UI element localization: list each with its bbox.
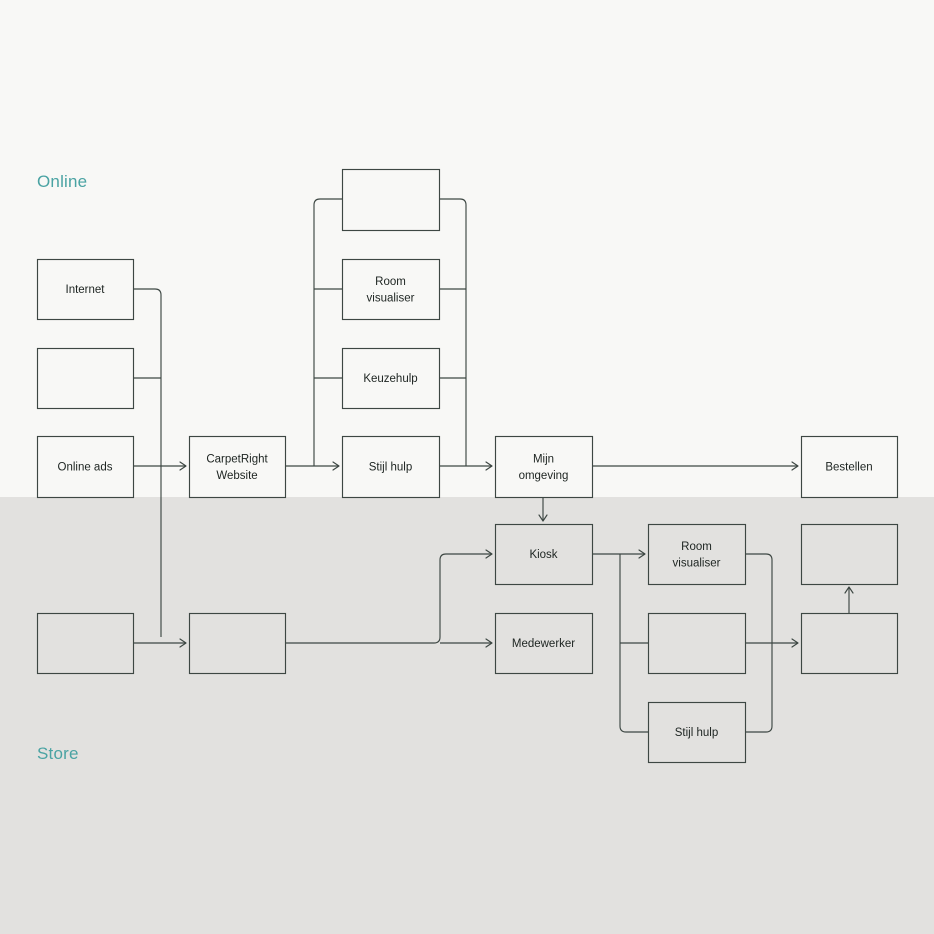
node-stijl-hulp-2[interactable]: Stijl hulp: [647, 701, 747, 764]
node-box[interactable]: [494, 523, 594, 586]
node-box[interactable]: [647, 523, 747, 586]
edge-e-mijn-kiosk: [538, 497, 548, 522]
node-box[interactable]: [36, 612, 135, 675]
arrowhead-icon: [844, 586, 854, 594]
node-online-empty-2[interactable]: [341, 168, 441, 232]
arrowhead-icon: [179, 638, 187, 648]
node-box[interactable]: [188, 612, 287, 675]
arrowhead-icon: [485, 461, 493, 471]
edge-e-rv2-collect: [745, 553, 773, 643]
node-box[interactable]: [494, 612, 594, 675]
node-online-ads[interactable]: Online ads: [36, 435, 135, 499]
node-label: Stijl hulp: [369, 462, 412, 474]
arrowhead-icon: [179, 461, 187, 471]
edge-e-carpetright-stijl: [285, 461, 340, 471]
edge-e-storeempty-medew: [440, 638, 493, 648]
node-online-empty-1[interactable]: [36, 347, 135, 410]
node-label: CarpetRight: [206, 453, 268, 465]
edge-e-mid-collect: [745, 638, 799, 648]
node-box[interactable]: [36, 347, 135, 410]
node-medewerker[interactable]: Medewerker: [494, 612, 594, 675]
node-box[interactable]: [800, 523, 899, 586]
node-store-empty-top[interactable]: [800, 523, 899, 586]
node-label: Room: [681, 541, 712, 553]
node-label: Mijn: [533, 453, 554, 465]
node-box[interactable]: [36, 258, 135, 321]
node-store-empty-right[interactable]: [800, 612, 899, 675]
arrowhead-icon: [485, 549, 493, 559]
node-box[interactable]: [188, 435, 287, 499]
node-label: visualiser: [673, 557, 721, 569]
node-box[interactable]: [36, 435, 135, 499]
edge-e-internet-bus: [133, 288, 162, 637]
node-box[interactable]: [341, 258, 441, 321]
node-label: Medewerker: [512, 638, 575, 650]
edges-layer: [133, 198, 854, 733]
node-kiosk[interactable]: Kiosk: [494, 523, 594, 586]
arrowhead-icon: [485, 638, 493, 648]
node-label: Bestellen: [825, 462, 872, 474]
node-store-empty-mid[interactable]: [647, 612, 747, 675]
node-room-visualiser-1[interactable]: Room visualiser: [341, 258, 441, 321]
edge-e-storeempty-branch: [285, 549, 493, 644]
lane-band-store: [0, 497, 934, 934]
arrowhead-icon: [538, 514, 548, 522]
node-store-empty-far-left[interactable]: [36, 612, 135, 675]
edge-e-stijl1-mijn: [439, 461, 493, 471]
edge-e-kiosk-rv2: [592, 549, 646, 559]
node-box[interactable]: [494, 435, 594, 499]
node-internet[interactable]: Internet: [36, 258, 135, 321]
node-keuzehulp[interactable]: Keuzehulp: [341, 347, 441, 410]
node-store-empty-left[interactable]: [188, 612, 287, 675]
node-label: Online ads: [58, 462, 113, 474]
edge-e-kiosk-storebus: [619, 554, 648, 733]
lane-label-lane-store: Store: [37, 744, 79, 763]
node-room-visualiser-2[interactable]: Room visualiser: [647, 523, 747, 586]
node-label: Keuzehulp: [363, 373, 417, 385]
node-bestellen[interactable]: Bestellen: [800, 435, 899, 499]
arrowhead-icon: [791, 461, 799, 471]
edge-e-empty2-collect: [439, 198, 467, 466]
node-mijn-omgeving[interactable]: Mijn omgeving: [494, 435, 594, 499]
node-label: Internet: [66, 284, 106, 296]
node-box[interactable]: [800, 612, 899, 675]
edge-e-right-up: [844, 586, 854, 613]
edge-e-bus-left-vertical: [313, 198, 342, 466]
node-box[interactable]: [341, 347, 441, 410]
node-box[interactable]: [341, 168, 441, 232]
node-label: Room: [375, 276, 406, 288]
node-stijl-hulp-1[interactable]: Stijl hulp: [341, 435, 441, 499]
node-label: Website: [216, 470, 257, 482]
arrowhead-icon: [791, 638, 799, 648]
edge-e-storeleft-medewerker: [133, 638, 187, 648]
arrowhead-icon: [332, 461, 340, 471]
node-box[interactable]: [341, 435, 441, 499]
edge-e-stijl2-collect: [745, 643, 773, 733]
lane-label-lane-online: Online: [37, 172, 87, 191]
edge-e-mijn-bestellen: [592, 461, 799, 471]
node-box[interactable]: [647, 701, 747, 764]
node-label: visualiser: [367, 292, 415, 304]
edge-e-ads-carpetright: [133, 461, 187, 471]
node-box[interactable]: [647, 612, 747, 675]
node-box[interactable]: [800, 435, 899, 499]
lane-band-online: [0, 0, 934, 497]
node-label: omgeving: [519, 470, 569, 482]
node-label: Kiosk: [529, 549, 557, 561]
arrowhead-icon: [638, 549, 646, 559]
node-label: Stijl hulp: [675, 727, 718, 739]
